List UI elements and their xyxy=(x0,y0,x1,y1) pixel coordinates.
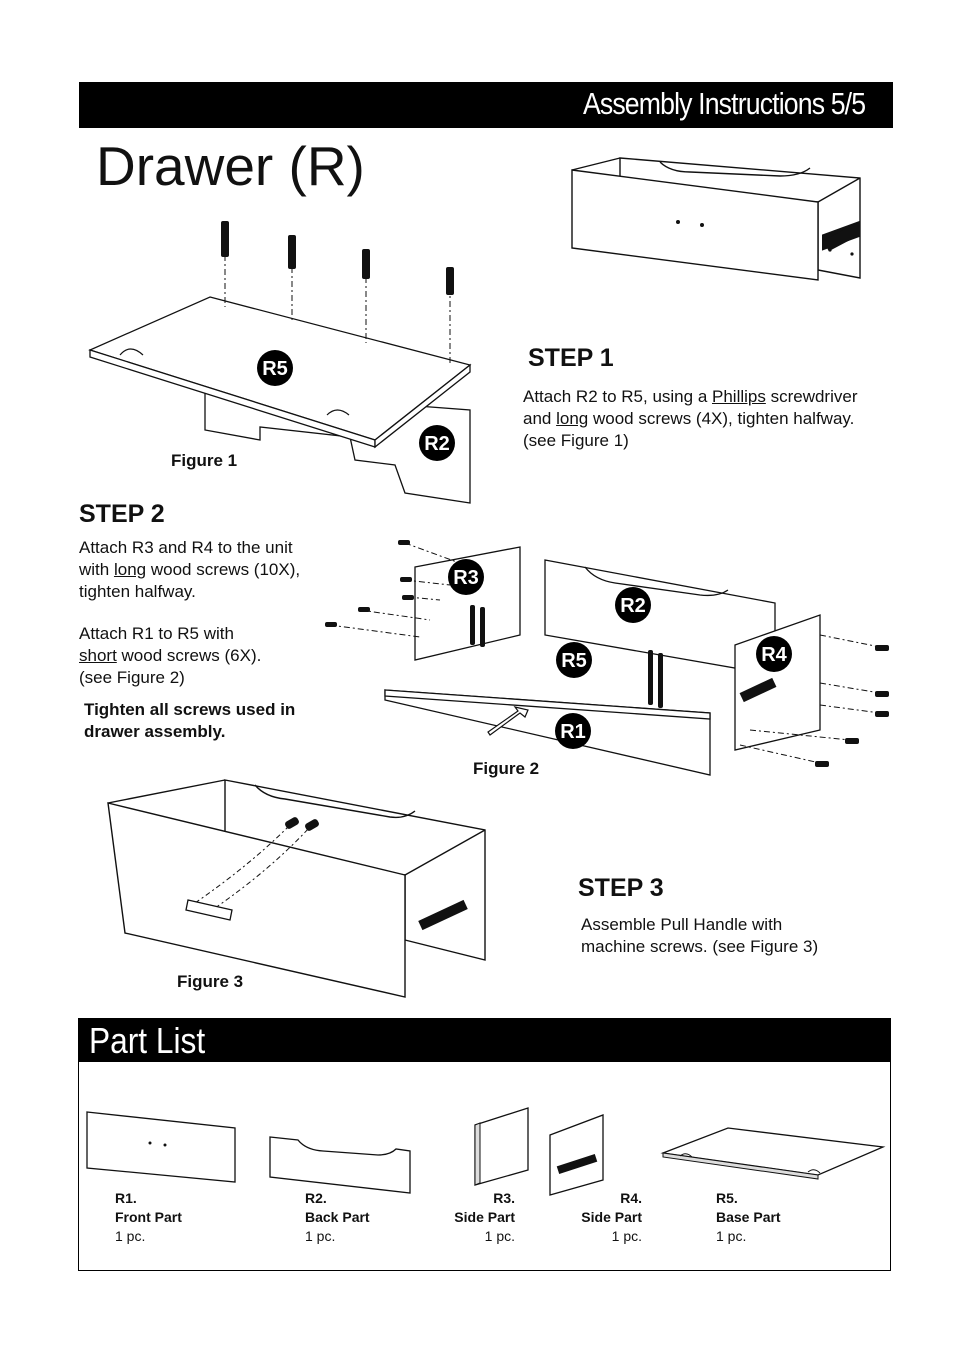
step-2-text: Attach R3 and R4 to the unit xyxy=(79,538,293,557)
svg-text:R1: R1 xyxy=(560,721,586,743)
part-r2-illustration xyxy=(269,1136,411,1194)
step-1-heading: STEP 1 xyxy=(528,344,614,372)
badge-r4-fig2: R4 xyxy=(756,636,792,672)
figure-1-caption: Figure 1 xyxy=(171,451,238,470)
header-title: Assembly Instructions 5/5 xyxy=(582,86,866,121)
figure-3-illustration xyxy=(107,779,486,998)
badge-r3-fig2: R3 xyxy=(448,559,484,595)
step-3-instructions: Assemble Pull Handle with machine screws… xyxy=(581,914,881,958)
part-list-bar: Part List xyxy=(78,1018,891,1062)
step-2-text: tighten halfway. xyxy=(79,582,196,601)
part-r3-label: R3. Side Part 1 pc. xyxy=(436,1189,515,1246)
assembled-drawer-illustration xyxy=(571,157,861,281)
part-qty: 1 pc. xyxy=(484,1228,515,1244)
part-qty: 1 pc. xyxy=(716,1228,747,1244)
part-code: R3. xyxy=(493,1190,515,1206)
step-2-emphasis: short xyxy=(79,646,117,665)
badge-r5-fig2: R5 xyxy=(556,642,592,678)
part-r1-illustration xyxy=(86,1111,236,1183)
svg-text:R2: R2 xyxy=(424,433,450,455)
step-3-text: Assemble Pull Handle with xyxy=(581,915,783,934)
step-2-text: wood screws (10X), xyxy=(146,560,301,579)
header-bar: Assembly Instructions 5/5 xyxy=(79,82,893,128)
part-r4-illustration xyxy=(549,1114,604,1196)
figure-2-caption: Figure 2 xyxy=(473,759,540,778)
step-2-text: wood screws (6X). xyxy=(116,646,262,665)
figure-2-illustration xyxy=(325,540,889,776)
step-1-text: Attach R2 to R5, using a xyxy=(523,387,712,406)
badge-r2-fig2: R2 xyxy=(615,587,651,623)
part-r4-label: R4. Side Part 1 pc. xyxy=(563,1189,642,1246)
badge-r2-fig1: R2 xyxy=(419,425,455,461)
step-1-text: and xyxy=(523,409,557,428)
step-2-note-line: Tighten all screws used in xyxy=(84,700,296,719)
part-r3-illustration xyxy=(474,1107,529,1186)
page-title: Drawer (R) xyxy=(96,135,365,197)
part-name: Side Part xyxy=(581,1209,642,1225)
part-name: Base Part xyxy=(716,1209,781,1225)
step-2-text: Attach R1 to R5 with xyxy=(79,624,234,643)
part-qty: 1 pc. xyxy=(611,1228,642,1244)
step-1-text: wood screws (4X), tighten halfway. xyxy=(588,409,855,428)
step-1-text: screwdriver xyxy=(765,387,858,406)
badge-r5-fig1: R5 xyxy=(257,350,293,386)
step-2-note: Tighten all screws used in drawer assemb… xyxy=(84,699,364,743)
step-2-text: (see Figure 2) xyxy=(79,668,185,687)
step-2-heading: STEP 2 xyxy=(79,500,165,528)
svg-text:R5: R5 xyxy=(561,650,587,672)
step-3-text: machine screws. (see Figure 3) xyxy=(581,937,819,956)
step-1-emphasis: long xyxy=(556,409,589,428)
part-r5-label: R5. Base Part 1 pc. xyxy=(716,1189,781,1246)
part-qty: 1 pc. xyxy=(305,1228,336,1244)
step-2-text: with xyxy=(79,560,114,579)
figure-3-caption: Figure 3 xyxy=(177,972,244,991)
part-r5-illustration xyxy=(660,1127,886,1180)
svg-text:R5: R5 xyxy=(262,358,288,380)
part-name: Back Part xyxy=(305,1209,370,1225)
step-3-heading: STEP 3 xyxy=(578,874,664,902)
step-1-text: (see Figure 1) xyxy=(523,431,629,450)
step-2-note-line: drawer assembly. xyxy=(84,722,226,741)
part-r2-label: R2. Back Part 1 pc. xyxy=(305,1189,370,1246)
step-1-instructions: Attach R2 to R5, using a Phillips screwd… xyxy=(523,386,913,452)
step-1-emphasis: Phillips xyxy=(712,387,766,406)
part-name: Side Part xyxy=(454,1209,515,1225)
part-code: R5. xyxy=(716,1190,738,1206)
part-r1-label: R1. Front Part 1 pc. xyxy=(115,1189,182,1246)
svg-text:R3: R3 xyxy=(453,567,479,589)
badge-r1-fig2: R1 xyxy=(555,713,591,749)
svg-text:R2: R2 xyxy=(620,595,646,617)
part-code: R4. xyxy=(620,1190,642,1206)
part-name: Front Part xyxy=(115,1209,182,1225)
svg-text:R4: R4 xyxy=(761,644,787,666)
part-code: R2. xyxy=(305,1190,327,1206)
part-qty: 1 pc. xyxy=(115,1228,146,1244)
part-list-title: Part List xyxy=(89,1020,206,1061)
step-2-instructions: Attach R3 and R4 to the unit with long w… xyxy=(79,537,359,689)
step-2-emphasis: long xyxy=(113,560,147,579)
part-code: R1. xyxy=(115,1190,137,1206)
